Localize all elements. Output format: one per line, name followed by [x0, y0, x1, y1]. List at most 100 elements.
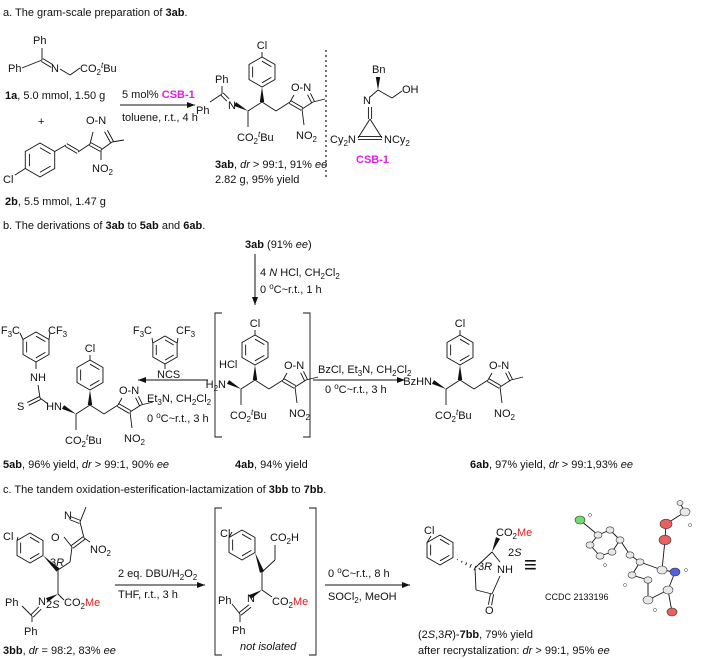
- bond: [228, 531, 233, 538]
- atom-CO2tBu-segment: 2: [82, 440, 87, 449]
- c_cond3-segment: 0: [328, 568, 337, 580]
- atom-NO2-segment: 2: [107, 549, 112, 558]
- atom-NO2: NO2: [90, 544, 112, 558]
- atom-Cy2N-segment: 2: [343, 139, 348, 148]
- atom-CO2tBu-segment: CO: [80, 63, 97, 75]
- wedge-bond: [431, 380, 446, 389]
- atom-N: N: [38, 596, 46, 608]
- atom-S: S: [17, 401, 24, 413]
- l_7bb1-segment: R: [444, 629, 452, 641]
- b_right1-segment: 2: [407, 369, 412, 378]
- a_cond1-segment: CSB-1: [162, 89, 195, 101]
- b_cond2-segment: 0: [260, 284, 269, 296]
- atom-Cl: Cl: [85, 343, 95, 355]
- label-ccdc: CCDC 2133196: [545, 592, 609, 602]
- c_title-segment: .: [323, 484, 326, 496]
- bond: [151, 337, 154, 344]
- atom-CO2tBu-segment: Bu: [88, 435, 101, 447]
- bond: [473, 379, 489, 390]
- atom-N: N: [51, 63, 59, 75]
- bond: [499, 386, 503, 404]
- atom-NO2: NO2: [124, 433, 146, 447]
- b_title-segment: b. The derivations of: [3, 220, 106, 232]
- atom-N-segment: N: [363, 95, 371, 107]
- bond: [77, 143, 91, 153]
- atom-NO2: NO2: [289, 408, 311, 422]
- b_start-segment: 3ab: [245, 239, 264, 251]
- double-bond: [32, 608, 42, 618]
- l_3ab1-segment: > 99:1, 91%: [250, 159, 315, 171]
- bond: [268, 379, 284, 390]
- bond: [426, 535, 432, 543]
- wedge-bond: [42, 555, 60, 572]
- bond: [129, 411, 133, 429]
- bond: [89, 404, 105, 415]
- hashed-bond: [460, 560, 463, 563]
- aromatic-bond: [254, 355, 265, 362]
- b_right1-segment: 3: [358, 369, 363, 378]
- bond: [57, 593, 65, 601]
- l_6ab-segment: , 97% yield,: [489, 459, 549, 471]
- atom-O: O: [485, 605, 494, 617]
- atom-Cl: Cl: [250, 318, 260, 330]
- atom-F3C-segment: F: [1, 325, 8, 337]
- b_left2-segment: 0: [147, 413, 156, 425]
- bond: [487, 372, 493, 381]
- double-bond: [307, 94, 312, 103]
- l_1a-segment: 1a: [5, 90, 18, 102]
- bond: [294, 379, 307, 388]
- atom-CO2tBu-segment: Bu: [458, 410, 471, 422]
- atom-Cl: Cl: [257, 40, 267, 52]
- bond: [369, 118, 383, 139]
- b_left1-segment: Et: [147, 393, 157, 405]
- bracket-left: [214, 312, 222, 438]
- wedge-bond: [492, 537, 501, 552]
- b_cond1-segment: 4: [260, 267, 269, 279]
- atom-Ph-segment: Ph: [196, 105, 209, 117]
- atom-CO2tBu: CO2tBu: [65, 433, 102, 449]
- b_right2-segment: 0: [325, 384, 334, 396]
- atom-2S: 2S: [508, 547, 522, 559]
- b_right2-segment: o: [334, 382, 339, 391]
- atom-CO2H: CO2H: [270, 532, 299, 546]
- reaction-arrow-b-right-head: [397, 377, 405, 383]
- bond: [19, 332, 24, 340]
- aromatic-bond: [261, 60, 272, 67]
- a_title-segment: 3ab: [165, 7, 184, 19]
- b_left1-segment: 2: [192, 398, 197, 407]
- atom-3R-segment: 3: [478, 561, 484, 573]
- b_right1-segment: Cl: [397, 364, 407, 376]
- reaction-arrow-a-head: [187, 102, 195, 108]
- atom-CO2tBu-segment: CO: [65, 435, 82, 447]
- aromatic-bond: [29, 536, 40, 543]
- atom-NO2-segment: 2: [141, 438, 146, 447]
- bond: [499, 379, 512, 388]
- atom-S-segment: S: [17, 401, 24, 413]
- double-bond: [505, 372, 510, 381]
- atom-Ph-segment: Ph: [218, 595, 231, 607]
- atom-CO2tBu-segment: Bu: [260, 132, 273, 144]
- bond: [231, 603, 241, 615]
- atom-Bn-segment: Bn: [372, 64, 385, 76]
- double-bond: [69, 519, 80, 524]
- atom-NO2-segment: NO: [296, 130, 313, 142]
- atom-Cl: Cl: [455, 318, 465, 330]
- bond: [474, 551, 493, 569]
- double-bond: [281, 380, 295, 389]
- atom-CF3-segment: 3: [63, 330, 68, 339]
- ortep-hydrogen: [603, 563, 607, 567]
- atom-CO2tBu-segment: t: [456, 408, 459, 417]
- double-bond: [283, 378, 297, 387]
- bond: [491, 551, 501, 563]
- atom-ON: O-N: [119, 385, 139, 397]
- atom-NCS: NCS: [157, 369, 180, 381]
- atom-Cl-segment: Cl: [455, 318, 465, 330]
- aromatic-bond: [164, 339, 174, 346]
- label-b_cond1: 4 N HCl, CH2Cl2: [260, 267, 340, 281]
- double-bond: [290, 100, 304, 109]
- wedge-bond: [233, 102, 248, 111]
- atom-N-segment: N: [64, 510, 72, 522]
- c_cond3-segment: C~r.t., 8 h: [342, 568, 390, 580]
- label-csb_label: CSB-1: [356, 154, 389, 166]
- label-l_1a: 1a, 5.0 mmol, 1.50 g: [5, 90, 105, 102]
